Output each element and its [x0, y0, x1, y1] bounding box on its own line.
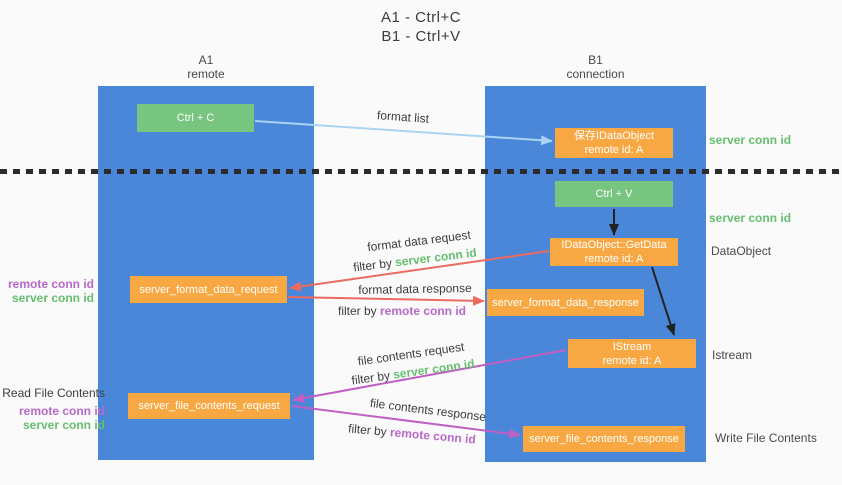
node-server-file-contents-request: server_file_contents_request [128, 393, 290, 419]
label-filter-by-remote-1: filter by remote conn id [338, 304, 466, 318]
node-server-format-data-response: server_format_data_response [487, 289, 644, 316]
getdata-line2: remote id: A [584, 253, 644, 265]
label-write-file-contents: Write File Contents [715, 431, 817, 445]
left-top-server-conn-id: server conn id [11, 291, 94, 305]
label-format-data-response: format data response [358, 281, 472, 297]
title-line-1: A1 - Ctrl+C [380, 9, 462, 26]
arrow-format-data-response [287, 295, 485, 306]
title-line-2: B1 - Ctrl+V [381, 28, 461, 45]
left-top-remote-conn-id: remote conn id [7, 277, 94, 291]
remote-conn-id-text-2: remote conn id [389, 425, 477, 447]
lane-header-connection-id: B1 [588, 53, 603, 67]
remote-conn-id-text-1: remote conn id [380, 304, 467, 318]
server-format-data-request-label: server_format_data_request [139, 283, 278, 296]
dotted-separator [0, 169, 842, 174]
filter-by-text-3: filter by [350, 367, 395, 388]
ctrl-v-label: Ctrl + V [595, 188, 633, 200]
label-read-file-contents: Read File Contents [2, 386, 105, 400]
node-idataobject-getdata: IDataObject::GetData remote id: A [550, 238, 678, 266]
save-idataobject-line2: remote id: A [584, 144, 644, 156]
right-server-conn-id-top: server conn id [709, 133, 792, 147]
save-idataobject-line1: 保存IDataObject [573, 130, 655, 142]
lane-header-remote-label: remote [187, 67, 225, 81]
label-filter-by-remote-2: filter by remote conn id [348, 421, 477, 446]
left-bottom-remote-conn-id: remote conn id [18, 404, 105, 418]
label-istream-right: Istream [712, 348, 753, 362]
filter-by-text-1: filter by [352, 255, 396, 275]
node-ctrl-v: Ctrl + V [555, 181, 673, 207]
server-format-data-response-label: server_format_data_response [492, 296, 639, 309]
label-dataobject: DataObject [711, 244, 772, 258]
lane-header-connection: B1 connection [485, 53, 706, 81]
left-bottom-server-conn-id: server conn id [22, 418, 105, 432]
istream-line1: IStream [612, 340, 652, 353]
lane-header-remote-id: A1 [198, 53, 214, 67]
node-server-file-contents-response: server_file_contents_response [523, 426, 685, 452]
filter-by-text-2: filter by [337, 304, 380, 318]
left-conn-ids-bottom: remote conn id server conn id [17, 404, 105, 432]
label-format-list: format list [376, 108, 430, 126]
right-server-conn-id-mid: server conn id [709, 211, 792, 225]
node-save-idataobject: 保存IDataObject remote id: A [555, 128, 673, 158]
left-conn-ids-top: remote conn id server conn id [4, 277, 94, 305]
lane-header-remote: A1 remote [98, 53, 314, 81]
diagram-title: A1 - Ctrl+C B1 - Ctrl+V [0, 8, 842, 46]
node-istream: IStream remote id: A [568, 339, 696, 368]
label-file-contents-response: file contents response [369, 395, 487, 425]
lane-header-connection-label: connection [566, 67, 625, 81]
filter-by-text-4: filter by [347, 421, 391, 440]
node-ctrl-c: Ctrl + C [137, 104, 254, 132]
istream-line2: remote id: A [602, 354, 662, 367]
server-file-contents-response-label: server_file_contents_response [529, 433, 679, 445]
node-server-format-data-request: server_format_data_request [130, 276, 287, 303]
getdata-line1: IDataObject::GetData [561, 239, 667, 251]
ctrl-c-label: Ctrl + C [176, 112, 215, 124]
server-file-contents-request-label: server_file_contents_request [138, 400, 280, 412]
